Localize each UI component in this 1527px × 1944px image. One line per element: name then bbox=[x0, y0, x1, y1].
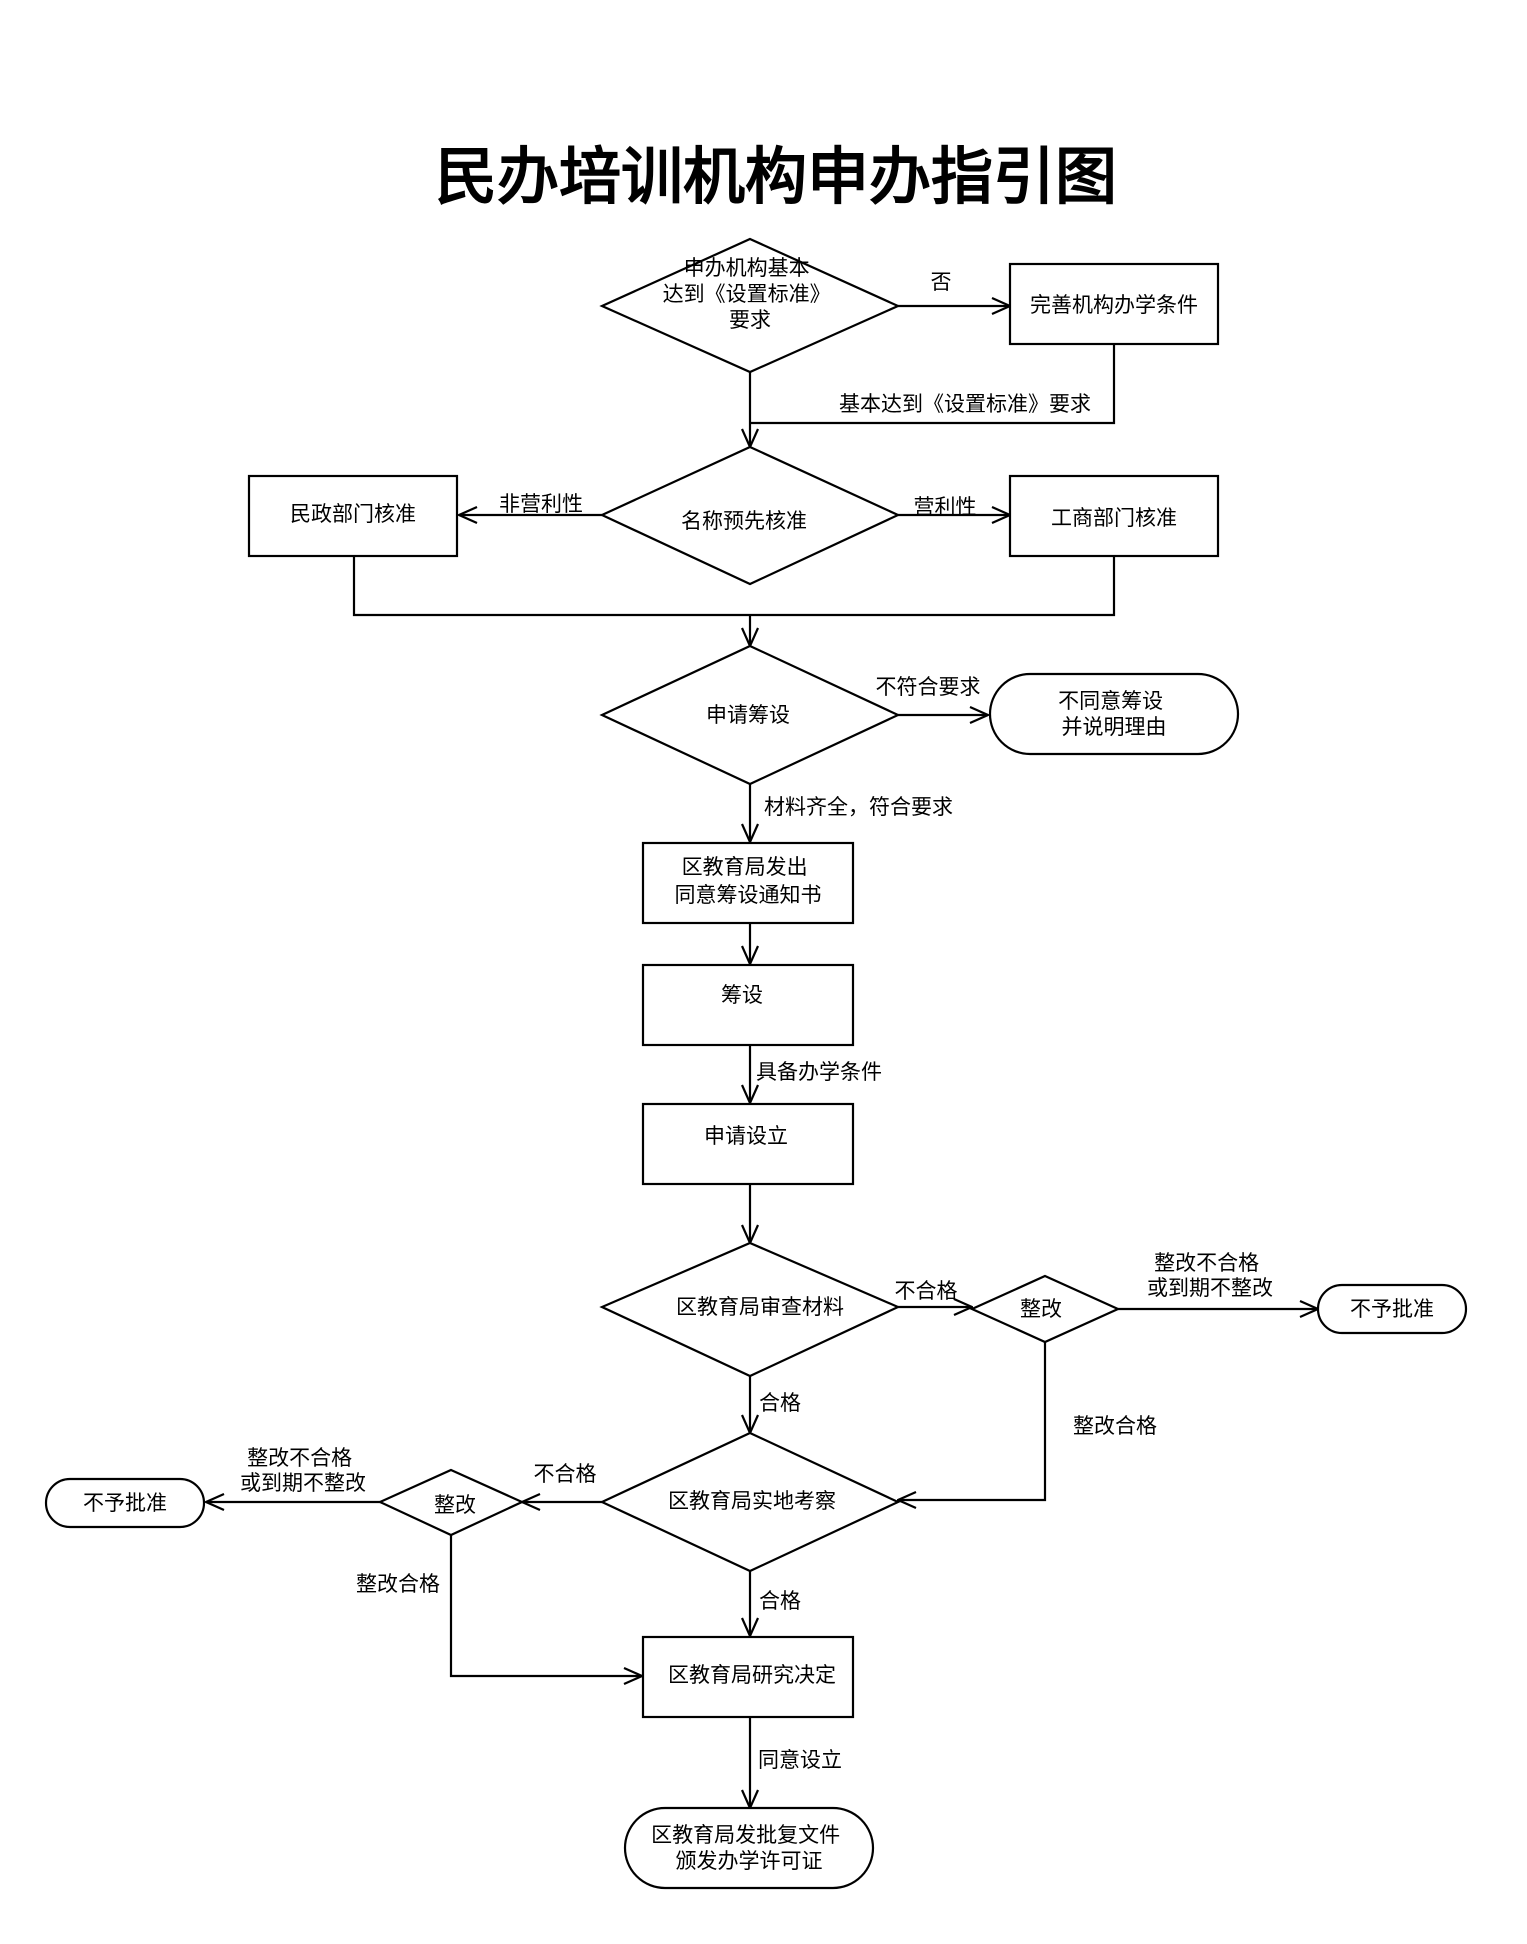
industry-commerce-text: 工商部门核准 bbox=[1051, 506, 1177, 530]
reject-prep-node: 不同意筹设 并说明理由 bbox=[988, 672, 1240, 756]
rectify-left-node: 整改 bbox=[377, 1468, 525, 1537]
label-approve: 同意设立 bbox=[758, 1748, 842, 1772]
edge-rectify-pass-right bbox=[898, 1342, 1047, 1500]
issue-notice-node: 区教育局发出 同意筹设通知书 bbox=[641, 841, 855, 925]
label-non-profit: 非营利性 bbox=[499, 492, 583, 516]
check-standard-text: 申办机构基本 达到《设置标准》 要求 bbox=[663, 256, 838, 332]
check-standard-node: 申办机构基本 达到《设置标准》 要求 bbox=[599, 237, 901, 374]
issue-notice-text: 区教育局发出 同意筹设通知书 bbox=[675, 855, 822, 907]
edges bbox=[206, 306, 1318, 1808]
deny-left-node: 不予批准 bbox=[44, 1477, 206, 1529]
page-title: 民办培训机构申办指引图 bbox=[435, 140, 1117, 213]
review-materials-text: 区教育局审查材料 bbox=[676, 1295, 844, 1319]
label-fail-review: 不合格 bbox=[895, 1279, 958, 1303]
label-not-meet: 不符合要求 bbox=[876, 675, 981, 699]
site-inspection-node: 区教育局实地考察 bbox=[599, 1431, 901, 1573]
edge-labels: 否 基本达到《设置标准》要求 非营利性 营利性 不符合要求 材料齐全，符合要求 … bbox=[240, 270, 1273, 1772]
deny-left-text: 不予批准 bbox=[83, 1491, 167, 1515]
label-rectify-fail-right: 整改不合格 或到期不整改 bbox=[1147, 1251, 1273, 1300]
label-fail-inspection: 不合格 bbox=[534, 1462, 597, 1486]
label-no: 否 bbox=[931, 270, 952, 294]
rectify-right-text: 整改 bbox=[1020, 1297, 1062, 1321]
label-pass-review: 合格 bbox=[759, 1391, 801, 1415]
deny-right-node: 不予批准 bbox=[1316, 1283, 1468, 1335]
reject-prep-text: 不同意筹设 并说明理由 bbox=[1058, 689, 1170, 739]
edge-civil-merge bbox=[352, 555, 1116, 617]
site-inspection-text: 区教育局实地考察 bbox=[668, 1489, 836, 1513]
deny-right-text: 不予批准 bbox=[1350, 1297, 1434, 1321]
improve-conditions-node: 完善机构办学条件 bbox=[1008, 262, 1220, 346]
rectify-left-text: 整改 bbox=[434, 1493, 476, 1517]
label-rectify-pass-left: 整改合格 bbox=[356, 1572, 440, 1596]
review-materials-node: 区教育局审查材料 bbox=[599, 1241, 901, 1378]
label-meets-standard: 基本达到《设置标准》要求 bbox=[839, 392, 1091, 416]
industry-commerce-node: 工商部门核准 bbox=[1008, 474, 1220, 558]
decision-node: 区教育局研究决定 bbox=[641, 1635, 855, 1719]
prep-node: 筹设 bbox=[641, 963, 855, 1047]
apply-prep-node: 申请筹设 bbox=[599, 644, 901, 786]
label-rectify-pass-right: 整改合格 bbox=[1073, 1414, 1157, 1438]
label-pass-inspection: 合格 bbox=[759, 1589, 801, 1613]
improve-conditions-text: 完善机构办学条件 bbox=[1030, 293, 1198, 317]
decision-text: 区教育局研究决定 bbox=[668, 1663, 836, 1687]
name-preapproval-node: 名称预先核准 bbox=[599, 445, 901, 586]
edge-improve-loop bbox=[750, 344, 1116, 425]
name-preapproval-text: 名称预先核准 bbox=[681, 509, 807, 533]
rectify-right-node: 整改 bbox=[969, 1274, 1121, 1344]
apply-establish-node: 申请设立 bbox=[641, 1102, 855, 1186]
final-issue-text: 区教育局发批复文件 颁发办学许可证 bbox=[651, 1823, 847, 1873]
apply-prep-text: 申请筹设 bbox=[706, 703, 790, 727]
label-has-conditions: 具备办学条件 bbox=[756, 1060, 882, 1084]
apply-establish-text: 申请设立 bbox=[704, 1124, 788, 1148]
final-issue-node: 区教育局发批复文件 颁发办学许可证 bbox=[623, 1806, 875, 1890]
label-for-profit: 营利性 bbox=[914, 495, 977, 519]
civil-affairs-node: 民政部门核准 bbox=[247, 474, 459, 558]
label-materials-ok: 材料齐全，符合要求 bbox=[764, 795, 953, 819]
prep-text: 筹设 bbox=[721, 983, 763, 1007]
edge-rectify-pass-left bbox=[449, 1535, 642, 1676]
civil-affairs-text: 民政部门核准 bbox=[290, 502, 416, 526]
label-rectify-fail-left: 整改不合格 或到期不整改 bbox=[240, 1446, 366, 1495]
